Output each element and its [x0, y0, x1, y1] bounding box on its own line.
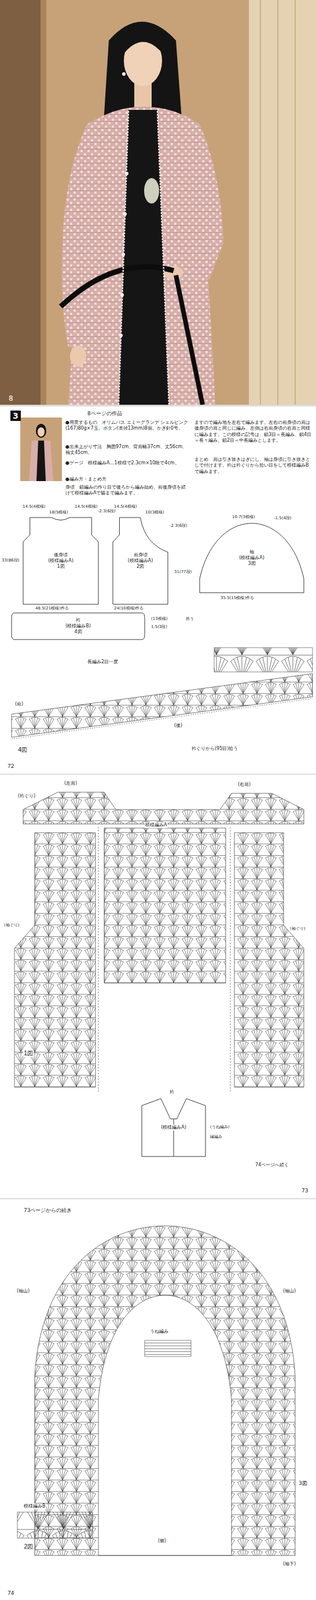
chart-label: (右肩) [237, 782, 252, 789]
pattern-piece: (模様編みA) [141, 1099, 206, 1158]
chart-label: 31(77段) [173, 570, 193, 576]
instruction-text: 身頃 鎖編みの作り目で後ろから編み始め、前後身頃を続けて模様編みAで脇まで編みま… [64, 484, 191, 498]
chart-label: 1図 [23, 1050, 34, 1058]
piece-name: (模様編みA) [47, 558, 75, 565]
chart-label: -2.3(6段) [97, 509, 117, 515]
chart-label: 74ページへ続く [254, 1163, 290, 1170]
chart-label: 模様編みA [144, 822, 168, 829]
chart-label: 72 [6, 763, 15, 771]
chart-label: 74 [6, 1591, 15, 1599]
chart-label: -1.5(4段) [273, 516, 293, 522]
chart-label: 35.5(15模様)作る [219, 596, 255, 602]
piece-name: (模様編みA) [238, 555, 266, 562]
chart-label: 10.7(3模様) [231, 515, 256, 521]
pattern-piece: 衿(模様編みB)4図 [11, 613, 145, 641]
piece-name: 4図 [73, 629, 83, 636]
chart-label: 縁編み [209, 1135, 223, 1141]
piece-name: 袖 [248, 549, 255, 556]
chart-label: 8ページの作品 [86, 410, 123, 418]
instruction-text: まとめ 肩は引き抜きはぎにし、袖は身頃に引き抜きとじで付けます。衿は衿ぐりから拾… [193, 457, 314, 476]
chart-label: 73ページからの続き [23, 1208, 73, 1216]
chart-label: 14.5(4模様) [21, 504, 47, 510]
chart-label: 3 [10, 410, 21, 422]
chart-label: (前) [14, 702, 24, 708]
chart-label: (13模様) [150, 616, 168, 623]
piece-outline-path [112, 517, 168, 605]
piece-name: 3図 [247, 561, 256, 568]
chart-label: (袖ぐり) [3, 923, 20, 929]
chart-label: 拾う [185, 616, 195, 623]
instruction-text: ますので編み地を左右で編みます。左右の前身頃の肩は後身頃の肩と同じに編み、左側は… [193, 420, 314, 445]
chart-label: 模様編みB [23, 1504, 47, 1511]
chart-label: 33(86段) [1, 558, 20, 564]
chart-label: 24(10模様)作る [113, 606, 145, 612]
chart-label: (左肩) [63, 781, 78, 788]
piece-outline-path [141, 1099, 206, 1158]
chart-label: 4図 [17, 746, 28, 755]
piece-name: (模様編みA) [127, 558, 154, 565]
chart-label: 衿 [168, 1090, 175, 1097]
piece-name: 1図 [56, 564, 65, 571]
instruction-text: ●用意するもの オリムパス エミーグランデ シェルピンク(167)80g×7玉。… [64, 420, 191, 433]
piece-name: (模様編みA) [160, 1125, 187, 1132]
chart-label: 14.5(4模様) [74, 504, 99, 510]
piece-name: (模様編みB) [64, 623, 92, 630]
chart-label: (うね編み) [209, 1125, 230, 1131]
piece-name: 後身頃 [53, 552, 69, 559]
chart-label: 2図 [23, 1544, 34, 1552]
chart-label: 衿ぐりから(95目)拾う [190, 746, 239, 753]
chart-label: 14.5(4模様) [113, 504, 138, 510]
chart-label: (裾) [157, 1539, 167, 1546]
piece-outline-path [199, 523, 304, 594]
chart-label: 3図 [298, 1481, 308, 1489]
chart-label: -2.3(6段) [168, 523, 189, 529]
chart-label: 18(5模様) [48, 510, 69, 516]
pattern-piece: 後身頃(模様編みA)1図 [23, 517, 99, 605]
chart-label: (袖ぐり) [289, 927, 306, 933]
pattern-piece: 袖(模様編みA)3図 [199, 523, 304, 594]
chart-label: 1.5(3段) [150, 625, 168, 631]
piece-outline-path [11, 613, 145, 641]
chart-label: 8 [8, 394, 14, 404]
chart-label: ●編み方・まとめ方 [64, 476, 108, 483]
chart-label: (袖下) [282, 1562, 297, 1569]
chart-label: うね編み [149, 1329, 169, 1336]
chart-label: 長編み2目一度 [86, 659, 119, 666]
chart-label: 48.5(21模様)作る [34, 606, 70, 612]
chart-label: (後) [173, 723, 183, 730]
chart-label: (袖山) [282, 1289, 297, 1296]
chart-label: (袖山) [16, 1289, 31, 1296]
piece-name: 衿 [75, 618, 82, 624]
instruction-text: ●ゲージ 模様編みA…1模様で2.3cm×10段で4cm。 [64, 460, 191, 467]
chart-label: 10(3模様) [144, 510, 165, 516]
pattern-piece: 前身頃(模様編みA)2図 [112, 517, 168, 605]
instruction-text: ●出来上がり寸法 胸囲97cm、背肩幅37cm、丈56cm、袖丈45cm。 [64, 444, 191, 457]
piece-name: 前身頃 [133, 552, 149, 559]
chart-label: (衿ぐり) [17, 794, 36, 800]
chart-label: 73 [300, 1188, 309, 1196]
piece-name: 2図 [136, 564, 145, 571]
piece-outline-path [23, 517, 99, 605]
